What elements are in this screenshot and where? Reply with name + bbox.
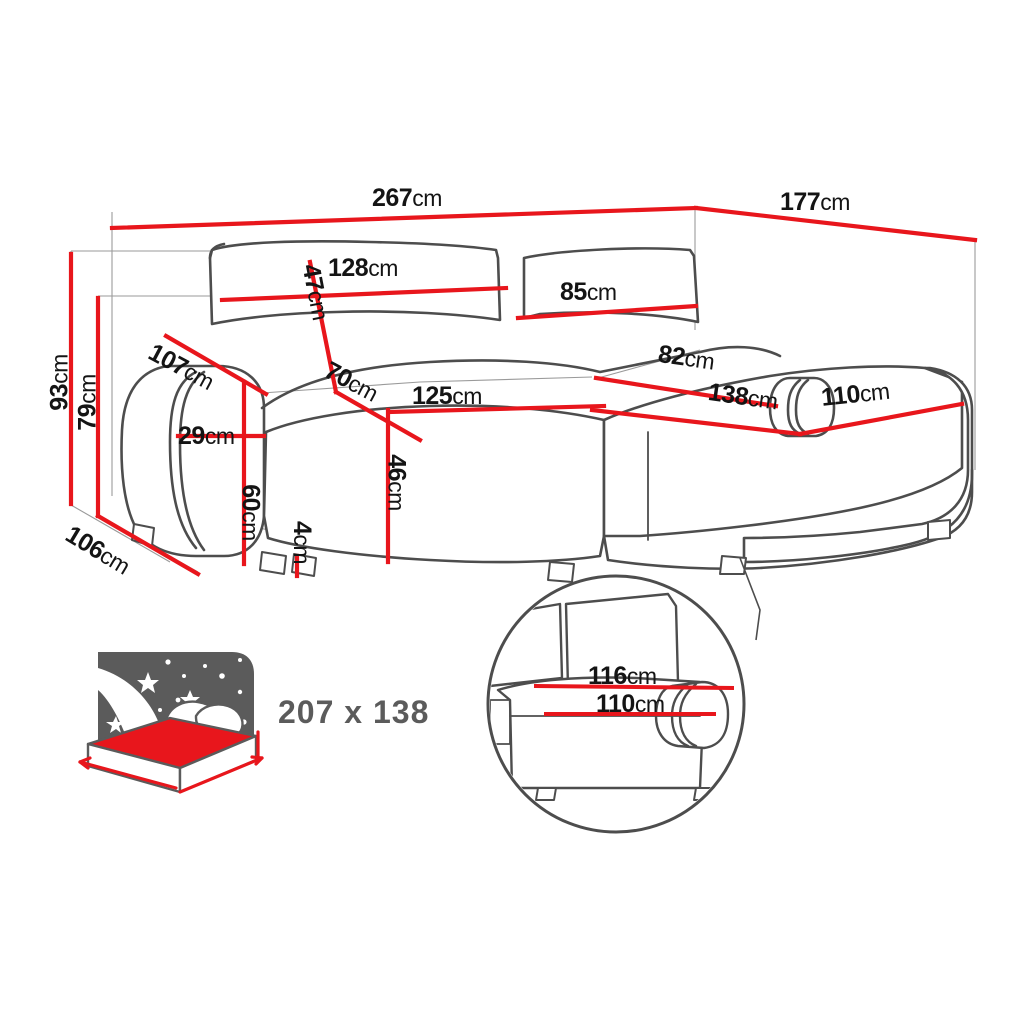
dimline-chaise-length: [589, 407, 803, 437]
dimline-arm-depth: [163, 333, 269, 397]
dimline-backrest-width: [219, 285, 509, 303]
dimline-overall-depth: [693, 205, 978, 243]
dimline-backrest-height: [307, 259, 339, 395]
callout-leader-line: [739, 557, 761, 641]
dimline-detail-outer: [533, 683, 735, 691]
dimline-chaise-cushion: [593, 375, 779, 409]
dimline-seat-diagonal: [333, 389, 423, 443]
dimline-corner-cushion: [515, 303, 699, 321]
mattress-dimension-arrows: [78, 730, 264, 794]
dimline-chaise-width: [797, 401, 965, 437]
dimline-overall-width: [109, 205, 699, 231]
dimline-side-depth: [95, 513, 201, 577]
dimline-seat-width: [387, 403, 607, 415]
sleeping-area-label: 207 x 138: [278, 694, 430, 730]
